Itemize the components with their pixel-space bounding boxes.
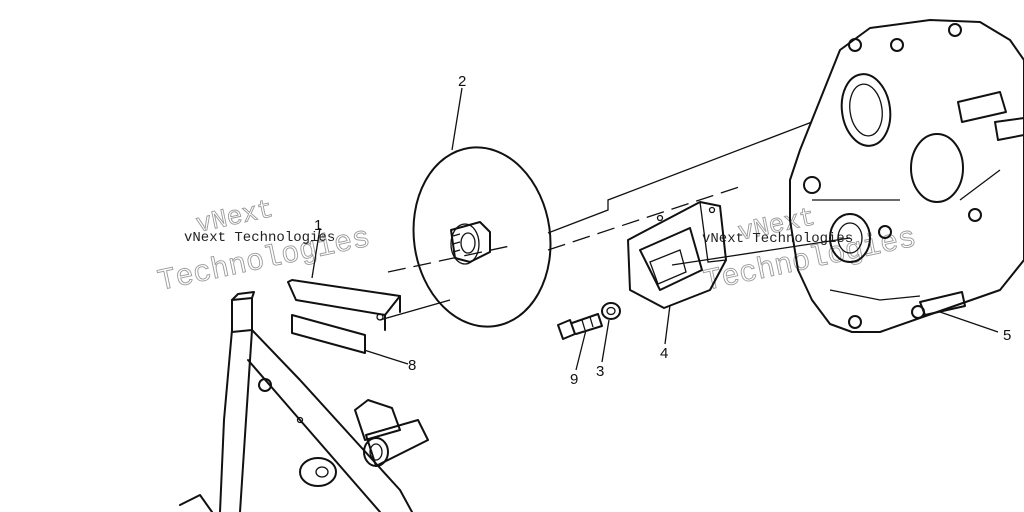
leader-lines: [311, 87, 999, 371]
alignment-lines: [379, 121, 851, 321]
watermark-right: vNext Technologies vNext Technologies: [701, 202, 920, 300]
watermark-left: vNext Technologies vNext Technologies: [155, 194, 374, 300]
part-clip: [299, 457, 337, 487]
part-mounting-block: [627, 201, 727, 309]
callout-2: 2: [458, 73, 466, 90]
part-drive-disc: [412, 146, 552, 328]
part-frame: [179, 291, 413, 512]
callout-4: 4: [660, 345, 668, 362]
part-bushing: [354, 399, 429, 467]
watermark-left-small: vNext Technologies: [184, 230, 335, 246]
part-bracket: [287, 279, 401, 331]
part-shim: [291, 314, 366, 354]
callout-9: 9: [570, 371, 578, 388]
part-bolt: [557, 313, 603, 340]
part-washer: [601, 302, 621, 320]
callout-5: 5: [1003, 327, 1011, 344]
part-gear-case: [789, 19, 1024, 333]
callout-8: 8: [408, 357, 416, 374]
callout-3: 3: [596, 363, 604, 380]
callout-1: 1: [314, 217, 322, 234]
